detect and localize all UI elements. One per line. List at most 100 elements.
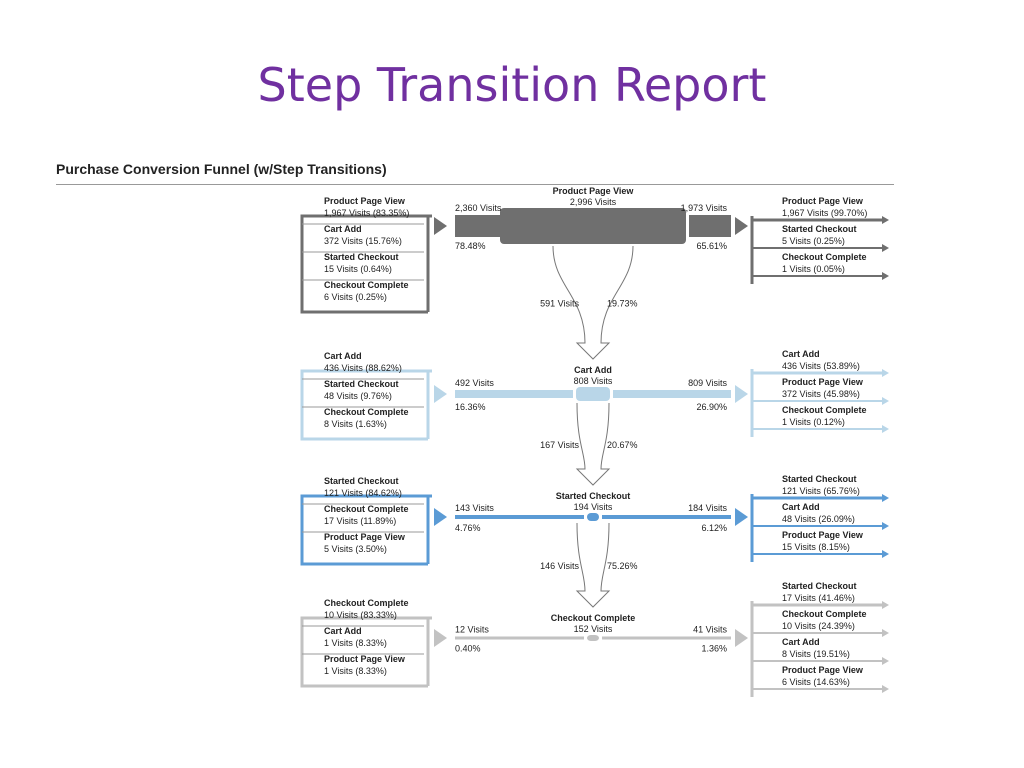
incoming-source-label: Product Page View — [324, 196, 406, 206]
incoming-source-label: Cart Add — [324, 351, 362, 361]
entries-bar — [455, 515, 584, 519]
entry-arrow — [434, 385, 447, 403]
outgoing-target-label: Product Page View — [782, 665, 864, 675]
outgoing-target-value: 5 Visits (0.25%) — [782, 236, 845, 246]
stage-visits: 194 Visits — [574, 502, 613, 512]
transition-funnel-arrow — [575, 522, 611, 608]
incoming-source-label: Checkout Complete — [324, 598, 409, 608]
incoming-source-value: 5 Visits (3.50%) — [324, 544, 387, 554]
transition-visits: 146 Visits — [540, 561, 579, 571]
outgoing-arrowhead — [882, 550, 889, 558]
entry-arrow — [434, 629, 447, 647]
exits-visits: 41 Visits — [693, 625, 727, 635]
stage-visits: 2,996 Visits — [570, 197, 617, 207]
stage-name: Product Page View — [553, 186, 635, 196]
outgoing-target-label: Checkout Complete — [782, 609, 867, 619]
transition-funnel-arrow — [552, 245, 634, 360]
transition-funnel-arrow — [575, 402, 611, 486]
outgoing-target-label: Checkout Complete — [782, 252, 867, 262]
exits-bar — [602, 636, 731, 640]
outgoing-target-label: Product Page View — [782, 196, 864, 206]
entries-percent: 78.48% — [455, 241, 486, 251]
incoming-source-label: Checkout Complete — [324, 407, 409, 417]
outgoing-target-label: Product Page View — [782, 377, 864, 387]
outgoing-arrowhead — [882, 494, 889, 502]
exits-percent: 1.36% — [701, 644, 727, 654]
incoming-source-value: 372 Visits (15.76%) — [324, 236, 402, 246]
outgoing-target-value: 1,967 Visits (99.70%) — [782, 208, 867, 218]
incoming-source-label: Started Checkout — [324, 476, 399, 486]
slide-title: Step Transition Report — [257, 58, 767, 112]
entries-percent: 16.36% — [455, 402, 486, 412]
incoming-source-label: Cart Add — [324, 224, 362, 234]
transition-visits: 591 Visits — [540, 299, 579, 309]
exits-percent: 6.12% — [701, 523, 727, 533]
stage-visits: 808 Visits — [574, 376, 613, 386]
incoming-source-value: 1,967 Visits (83.35%) — [324, 208, 409, 218]
stage-name: Checkout Complete — [551, 613, 636, 623]
outgoing-target-value: 1 Visits (0.05%) — [782, 264, 845, 274]
report-title: Purchase Conversion Funnel (w/Step Trans… — [56, 161, 387, 177]
entries-visits: 143 Visits — [455, 503, 494, 513]
stage-node — [587, 635, 599, 641]
outgoing-target-label: Cart Add — [782, 502, 820, 512]
incoming-bracket — [300, 369, 432, 441]
outgoing-target-label: Checkout Complete — [782, 405, 867, 415]
incoming-source-value: 6 Visits (0.25%) — [324, 292, 387, 302]
incoming-source-value: 1 Visits (8.33%) — [324, 666, 387, 676]
outgoing-arrowhead — [882, 629, 889, 637]
incoming-source-value: 436 Visits (88.62%) — [324, 363, 402, 373]
outgoing-target-value: 372 Visits (45.98%) — [782, 389, 860, 399]
incoming-source-label: Started Checkout — [324, 252, 399, 262]
outgoing-target-value: 10 Visits (24.39%) — [782, 621, 855, 631]
incoming-source-value: 48 Visits (9.76%) — [324, 391, 392, 401]
entries-visits: 12 Visits — [455, 625, 489, 635]
outgoing-arrowhead — [882, 397, 889, 405]
outgoing-target-label: Cart Add — [782, 637, 820, 647]
entries-percent: 4.76% — [455, 523, 481, 533]
exit-arrow — [735, 217, 748, 235]
incoming-bracket — [300, 616, 432, 688]
report-title-rule — [56, 184, 894, 185]
stage-name: Started Checkout — [556, 491, 631, 501]
funnel-stage: Product Page View 1,967 Visits (83.35%) Ca… — [300, 186, 889, 314]
transition-percent: 19.73% — [607, 299, 638, 309]
incoming-bracket — [300, 214, 432, 314]
outgoing-arrowhead — [882, 425, 889, 433]
stage-name: Cart Add — [574, 365, 612, 375]
incoming-source-label: Started Checkout — [324, 379, 399, 389]
outgoing-arrowhead — [882, 216, 889, 224]
outgoing-target-label: Started Checkout — [782, 581, 857, 591]
transition-connector: 591 Visits 19.73% — [540, 245, 638, 360]
outgoing-arrowhead — [882, 685, 889, 693]
outgoing-arrowhead — [882, 522, 889, 530]
outgoing-target-label: Started Checkout — [782, 224, 857, 234]
incoming-source-label: Checkout Complete — [324, 280, 409, 290]
entries-visits: 2,360 Visits — [455, 203, 502, 213]
incoming-source-value: 8 Visits (1.63%) — [324, 419, 387, 429]
entries-percent: 0.40% — [455, 644, 481, 654]
outgoing-target-value: 121 Visits (65.76%) — [782, 486, 860, 496]
stage-node — [576, 387, 610, 401]
exits-percent: 26.90% — [696, 402, 727, 412]
exits-visits: 1,973 Visits — [681, 203, 728, 213]
entry-arrow — [434, 217, 447, 235]
exits-bar — [602, 515, 731, 519]
outgoing-arrowhead — [882, 657, 889, 665]
exit-arrow — [735, 385, 748, 403]
incoming-source-label: Cart Add — [324, 626, 362, 636]
exit-arrow — [735, 629, 748, 647]
incoming-bracket — [300, 494, 432, 566]
outgoing-target-value: 1 Visits (0.12%) — [782, 417, 845, 427]
transition-percent: 20.67% — [607, 440, 638, 450]
entries-bar — [455, 636, 584, 640]
outgoing-target-value: 15 Visits (8.15%) — [782, 542, 850, 552]
incoming-source-value: 15 Visits (0.64%) — [324, 264, 392, 274]
incoming-source-label: Product Page View — [324, 654, 406, 664]
exits-visits: 184 Visits — [688, 503, 727, 513]
outgoing-arrowhead — [882, 601, 889, 609]
